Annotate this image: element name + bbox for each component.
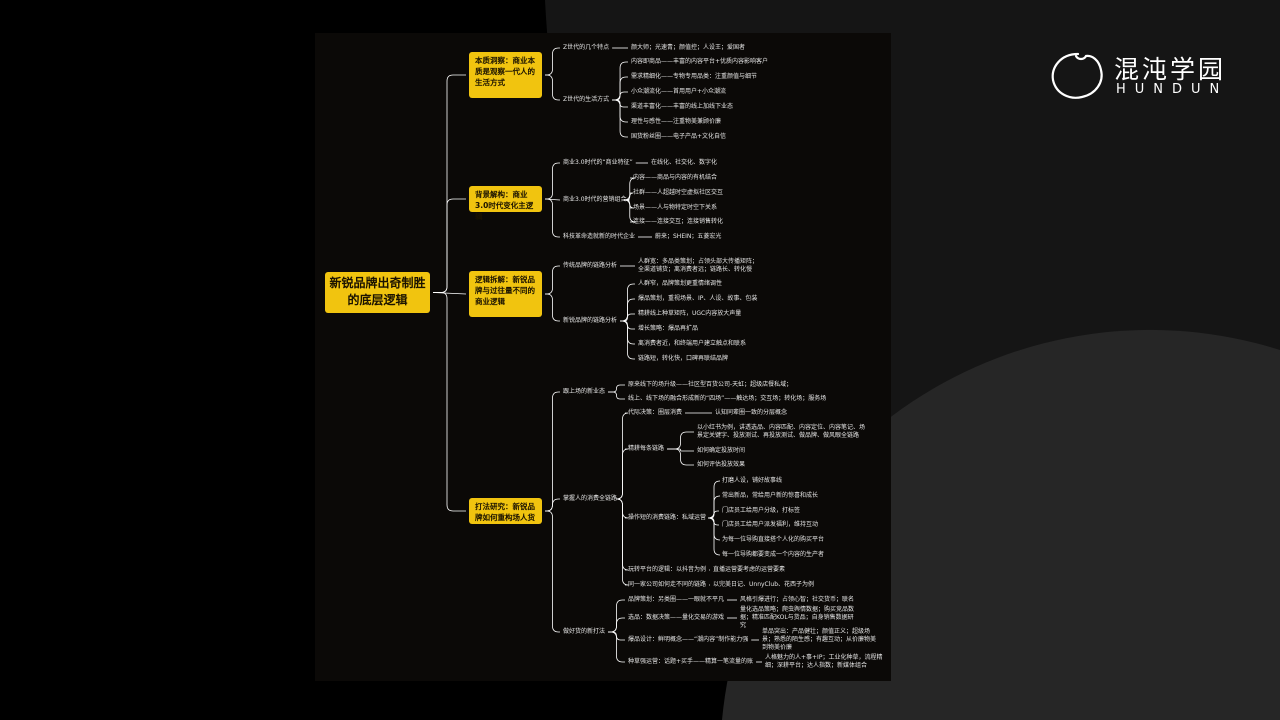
leaf-node[interactable]: 原来线下的场升级——社区型百货公司-天虹；超级店餐私域；	[628, 381, 793, 388]
topic-node[interactable]: 做好货的新打法	[563, 628, 606, 635]
leaf-node[interactable]: 爆品策划，重视场景、IP、人设、故事、包装	[638, 295, 758, 302]
subtopic-node[interactable]: 玩转平台的逻辑：以抖音为例	[628, 566, 707, 573]
leaf-node[interactable]: 国货粉丝圈——电子产品+文化自信	[631, 133, 727, 140]
leaf-node[interactable]: 打磨人设，铺好故事线	[722, 477, 783, 484]
leaf-node[interactable]: 需求精细化——专物专用品类：注重颜值与细节	[631, 73, 758, 80]
leaf-node[interactable]: 小众潮流化——首用用户+小众潮流	[631, 88, 727, 95]
leaf-node[interactable]: 如何确定投放时间	[697, 447, 746, 454]
leaf-node[interactable]: 增长策略：爆品再扩品	[638, 325, 699, 332]
topic-node[interactable]: 跟上场的新业态	[563, 388, 606, 395]
topic-node[interactable]: 科技革命造就新的时代企业	[563, 233, 636, 240]
topic-node[interactable]: Z世代的生活方式	[563, 96, 610, 103]
subtopic-node[interactable]: 品牌策划：另类圈——一眼就不平凡	[628, 596, 725, 603]
brand-name-cn: 混沌学园	[1114, 55, 1227, 84]
branch-node-logic[interactable]: 逻辑拆解：新锐品牌与过往量不同的商业逻辑	[469, 271, 542, 317]
leaf-node[interactable]: 精耕线上种草矩阵，UGC内容放大声量	[638, 310, 742, 317]
subtopic-node[interactable]: 爆品设计：鲜明概念——“潮内容”制作能力强	[628, 636, 749, 643]
leaf-node[interactable]: 门店员工给用户分级，打标签	[722, 507, 801, 514]
brand-name-en: HUNDUN	[1116, 82, 1229, 97]
leaf-node[interactable]: 人群窄，品牌策划更重情绪调性	[638, 280, 723, 287]
topic-node[interactable]: 商业3.0时代的“商业特征”	[563, 159, 633, 166]
topic-node[interactable]: 商业3.0时代的营销组合	[563, 196, 627, 203]
topic-node[interactable]: 传统品牌的链路分析	[563, 262, 618, 269]
leaf-node[interactable]: 单品突出：产品健壮；颜值正义；超级场景；熟悉的陌生感；有趣互动；从价廉物美到物美…	[762, 628, 877, 651]
leaf-node[interactable]: 为每一位导购直接搭个人化的购买平台	[722, 536, 825, 543]
leaf-node[interactable]: 社群——人超越时空虚拟社区交互	[633, 189, 724, 196]
mindmap-canvas	[315, 33, 891, 681]
leaf-node[interactable]: 场景——人与物特定时空下关系	[633, 204, 718, 211]
leaf-node[interactable]: 门店员工给用户派发福利，维持互动	[722, 521, 819, 528]
topic-node[interactable]: Z世代的几个特点	[563, 44, 610, 51]
topic-node[interactable]: 掌握人的消费全链路	[563, 495, 618, 502]
leaf-node[interactable]: 渠道丰富化——丰富的线上加线下业态	[631, 103, 734, 110]
leaf-node[interactable]: 人群宽：多品类策划；占领头部大传播矩阵；全渠道铺货；离消费者远；链路长、转化慢	[638, 258, 759, 273]
leaf-node[interactable]: 如何评估投放效果	[697, 461, 746, 468]
leaf-node[interactable]: 以小红书为例，讲透选品、内容匹配、内容定位、内容笔记、场景定关键字、投放测试、再…	[697, 424, 866, 439]
root-node[interactable]: 新锐品牌出奇制胜的底层逻辑	[325, 272, 430, 313]
subtopic-node[interactable]: 种草强运营：话题+买手——精算一笔流量的账	[628, 658, 754, 665]
leaf-node[interactable]: 线上、线下场的融合形成新的“四场”——触达场；交互场；转化场；服务场	[628, 395, 827, 402]
leaf-node[interactable]: 每一位导购都要变成一个内容的生产者	[722, 551, 825, 558]
leaf-node[interactable]: 内容即商品——丰富的内容平台+优质内容影响客户	[631, 58, 769, 65]
logo-circle-icon	[1051, 52, 1103, 99]
leaf-node[interactable]: 人格魅力的人+事+IP；工业化种草，流程精细；深耕平台；达人指数；新媒体组合	[765, 654, 883, 669]
subtopic-node[interactable]: 操作短的消费链路：私域运营	[628, 514, 707, 521]
leaf-node[interactable]: 量化选品策略；爬虫舆情数据；购买竞品数据；精准匹配KOL与货品；自身销售数据研究	[740, 606, 855, 629]
subtopic-node[interactable]: 代际决策：圈层消费	[628, 409, 683, 416]
leaf-node[interactable]: 链路短，转化快，口碑再联结品牌	[638, 355, 729, 362]
leaf-node[interactable]: 理性与感性——注重物美兼顾价廉	[631, 118, 722, 125]
branch-node-essence[interactable]: 本质洞察：商业本质是观察一代人的生活方式	[469, 52, 542, 98]
leaf-node[interactable]: 常出新品，常给用户新的惊喜和成长	[722, 492, 819, 499]
subtopic-node[interactable]: 精耕每条链路	[628, 445, 665, 452]
topic-node[interactable]: 新锐品牌的链路分析	[563, 317, 618, 324]
subtopic-node[interactable]: 选品：数据决策——量化交易的游戏	[628, 614, 725, 621]
subtopic-node[interactable]: 同一家公司如何走不同的链路	[628, 581, 707, 588]
brand-logo: 混沌学园 HUNDUN	[1048, 48, 1230, 102]
branch-node-background[interactable]: 背景解构：商业3.0时代变化主逻辑	[469, 186, 542, 221]
leaf-node[interactable]: 蔚来；SHEIN；五菱宏光	[655, 233, 722, 240]
leaf-node[interactable]: 内容——商品与内容的有机结合	[633, 174, 718, 181]
leaf-node[interactable]: 连接——连接交互；连接销售转化	[633, 218, 724, 225]
leaf-node[interactable]: 直播运营要考虑的运营要素	[713, 566, 786, 573]
leaf-node[interactable]: 在线化、社交化、数字化	[651, 159, 718, 166]
leaf-node[interactable]: 风格引爆进行；占领心智；社交货币；联名	[740, 596, 855, 603]
leaf-node[interactable]: 以完美日记、UnnyClub、花西子为例	[713, 581, 815, 588]
branch-node-playbook[interactable]: 打法研究：新锐品牌如何重构场人货	[469, 498, 542, 524]
leaf-node[interactable]: 认知同辈圈一致的分层概念	[715, 409, 788, 416]
leaf-node[interactable]: 颜大师；光速青；颜值控；人设王；爱国者	[631, 44, 746, 51]
leaf-node[interactable]: 离消费者近，和终端用户建立触点和联系	[638, 340, 747, 347]
